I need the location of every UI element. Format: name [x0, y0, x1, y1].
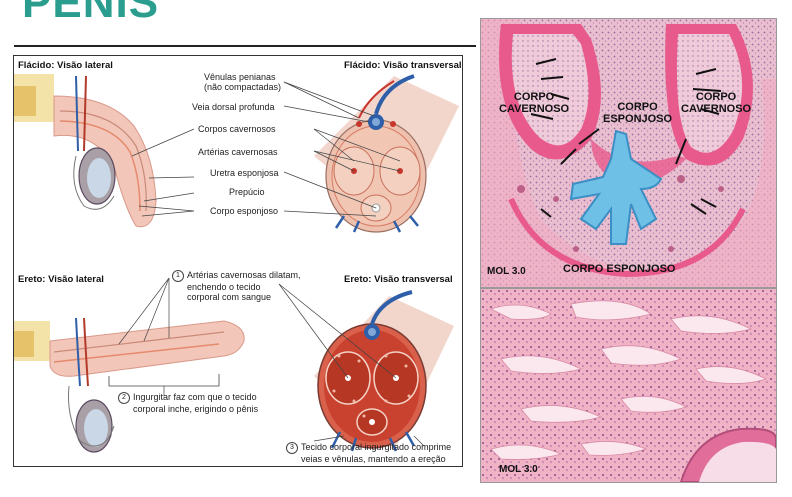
slide-title: PÊNIS	[22, 0, 160, 27]
label-esponjoso-bottom: CORPO ESPONJOSO	[563, 263, 676, 275]
magnification-bottom: MOL 3.0	[499, 464, 538, 475]
step-3-line-2: veias e vênulas, mantendo a ereção	[301, 454, 446, 464]
label-arterias-cavernosas: Artérias cavernosas	[198, 147, 278, 157]
micrograph-erectile-tissue: MOL 3.0	[480, 288, 777, 483]
title-underline	[14, 45, 476, 47]
panel-header-flacido-transversal: Flácido: Visão transversal	[344, 60, 462, 71]
micrograph-cross-section: CORPO CAVERNOSO CORPO CAVERNOSO CORPO ES…	[480, 18, 777, 288]
panel-header-flacido-lateral: Flácido: Visão lateral	[18, 60, 113, 71]
label-corpos-cavernosos: Corpos cavernosos	[198, 124, 276, 134]
step-1-number: 1	[172, 270, 184, 282]
urethra-shape	[569, 129, 663, 245]
step-1-line-2: enchendo o tecido	[187, 282, 261, 292]
step-3-line-1: Tecido corporal ingurgitado comprime	[301, 442, 452, 452]
step-1-line-3: corporal com sangue	[187, 292, 272, 302]
label-prepucio: Prepúcio	[229, 187, 265, 197]
label-cavernoso-left: CORPO CAVERNOSO	[499, 91, 570, 115]
panel-header-ereto-lateral: Ereto: Visão lateral	[18, 274, 104, 285]
label-uretra: Uretra esponjosa	[210, 168, 279, 178]
step-2-line-2: corporal inche, erigindo o pênis	[133, 404, 259, 414]
step-2-line-1: Ingurgitar faz com que o tecido	[133, 392, 257, 402]
label-veia-dorsal: Veia dorsal profunda	[192, 102, 275, 112]
label-venulas: Vênulas penianas	[204, 72, 276, 82]
erect-lateral-illustration	[14, 317, 245, 453]
label-venulas-sub: (não compactadas)	[204, 82, 282, 92]
flaccid-transverse-illustration	[314, 74, 459, 233]
step-2-number: 2	[118, 392, 130, 404]
micrograph-cross-section-image	[481, 19, 776, 287]
panel-header-ereto-transversal: Ereto: Visão transversal	[344, 274, 453, 285]
step-3-number: 3	[286, 442, 298, 454]
micrograph-erectile-tissue-image	[481, 289, 776, 482]
label-esponjoso-center: CORPO ESPONJOSO	[603, 101, 673, 125]
step-1-line-1: Artérias cavernosas dilatam,	[187, 270, 301, 280]
diagram-illustration	[14, 74, 459, 453]
erect-transverse-illustration	[314, 290, 454, 452]
erection-diagram: Flácido: Visão lateral Flácido: Visão tr…	[13, 55, 463, 467]
flaccid-lateral-illustration	[14, 74, 157, 228]
magnification-top: MOL 3.0	[487, 266, 526, 277]
label-corpo-esponjoso: Corpo esponjoso	[210, 206, 279, 216]
label-cavernoso-right: CORPO CAVERNOSO	[681, 91, 752, 115]
